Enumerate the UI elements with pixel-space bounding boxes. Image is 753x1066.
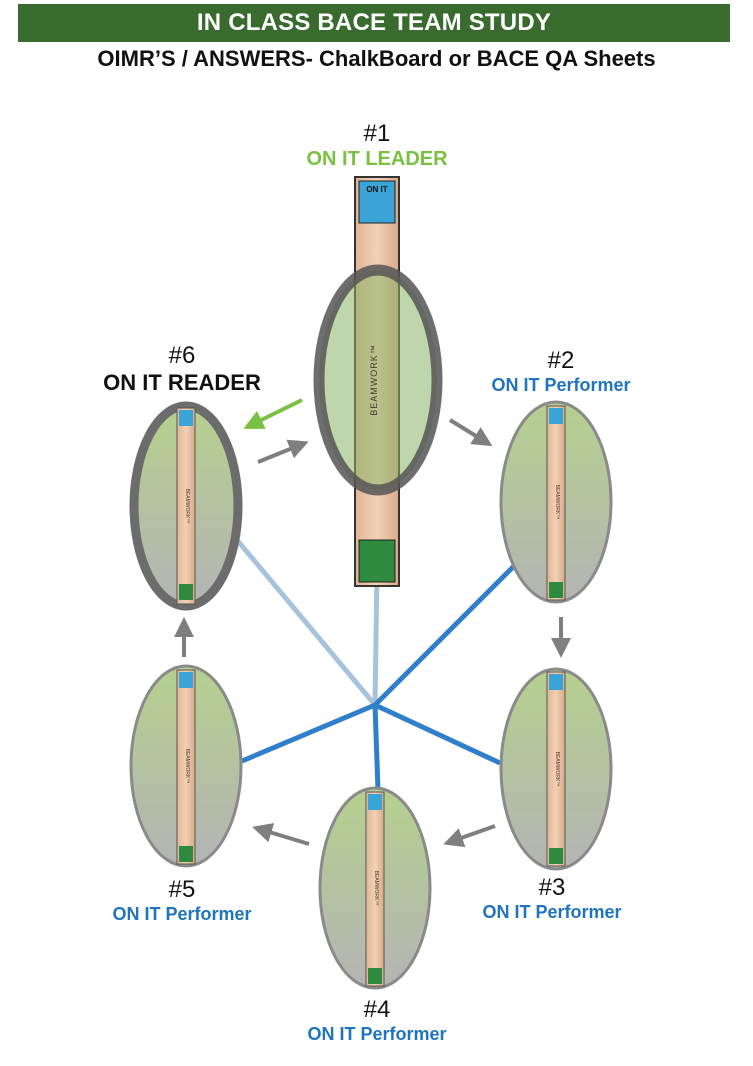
- on-it-badge-icon: [358, 180, 396, 224]
- on-it-badge-icon: [368, 794, 382, 810]
- board-brand-text: BEAMWORK™: [369, 344, 379, 416]
- hub-line-to-2: [373, 564, 516, 707]
- board-brand-text: BEAMWORK™: [373, 871, 379, 906]
- hub-line-to-1: [372, 569, 380, 706]
- station-6-label: #6 ON IT READER: [72, 342, 292, 396]
- station-4: BEAMWORK™: [318, 786, 432, 990]
- station-2-role: ON IT Performer: [491, 375, 631, 395]
- on-it-badge-icon: [549, 674, 563, 690]
- board-brand-text: BEAMWORK™: [554, 485, 560, 520]
- hub-line-to-3: [373, 702, 502, 766]
- station-2-label: #2 ON IT Performer: [451, 347, 671, 396]
- station-3-role: ON IT Performer: [482, 902, 622, 922]
- station-1-label: #1 ON IT LEADER: [277, 120, 477, 171]
- station-4-label: #4 ON IT Performer: [262, 996, 492, 1045]
- board-brand-text: BEAMWORK™: [184, 749, 190, 784]
- station-5: BEAMWORK™: [129, 664, 243, 868]
- on-it-badge-icon: [179, 584, 193, 600]
- on-it-badge-icon: [549, 408, 563, 424]
- arrow-3-to-4: [443, 824, 496, 848]
- arrow-6-to-1: [257, 439, 309, 464]
- board-brand-text: BEAMWORK™: [184, 489, 190, 524]
- badge-text: ON IT: [366, 185, 387, 194]
- station-3: BEAMWORK™: [499, 667, 613, 871]
- station-5-number: #5: [168, 876, 196, 903]
- station-5-label: #5 ON IT Performer: [72, 876, 292, 925]
- hub-line-to-6: [235, 538, 377, 707]
- arrow-4-to-5: [252, 823, 310, 846]
- on-it-badge-icon: [179, 846, 193, 862]
- station-4-number: #4: [363, 996, 391, 1023]
- station-6: BEAMWORK™: [129, 401, 243, 611]
- rotation-arrows: [174, 398, 571, 848]
- board-brand-text: BEAMWORK™: [554, 752, 560, 787]
- station-2: BEAMWORK™: [499, 400, 613, 604]
- hub-lines: [235, 538, 516, 791]
- on-it-badge-icon: [179, 672, 193, 688]
- on-it-badge-icon: [549, 582, 563, 598]
- hub-line-to-5: [241, 702, 376, 764]
- on-it-badge-icon: [368, 968, 382, 984]
- subtitle: OIMR’S / ANSWERS- ChalkBoard or BACE QA …: [97, 46, 656, 71]
- station-3-label: #3 ON IT Performer: [442, 874, 662, 923]
- on-it-badge-icon: [358, 539, 396, 583]
- on-it-badge-icon: [549, 848, 563, 864]
- on-it-badge-icon: [179, 410, 193, 426]
- title-banner: IN CLASS BACE TEAM STUDY: [18, 4, 730, 42]
- station-6-number: #6: [168, 342, 196, 369]
- station-2-number: #2: [547, 347, 575, 374]
- station-1-number: #1: [363, 120, 391, 147]
- station-6-role: ON IT READER: [103, 370, 261, 395]
- station-5-role: ON IT Performer: [112, 904, 252, 924]
- station-3-number: #3: [538, 874, 566, 901]
- station-1-role: ON IT LEADER: [306, 148, 448, 170]
- arrow-1-to-2: [448, 418, 493, 447]
- station-4-role: ON IT Performer: [307, 1024, 447, 1044]
- station-1: ON IT BEAMWORK™: [313, 176, 443, 587]
- arrow-leader-to-reader: [243, 398, 303, 429]
- hub-line-to-4: [372, 704, 381, 791]
